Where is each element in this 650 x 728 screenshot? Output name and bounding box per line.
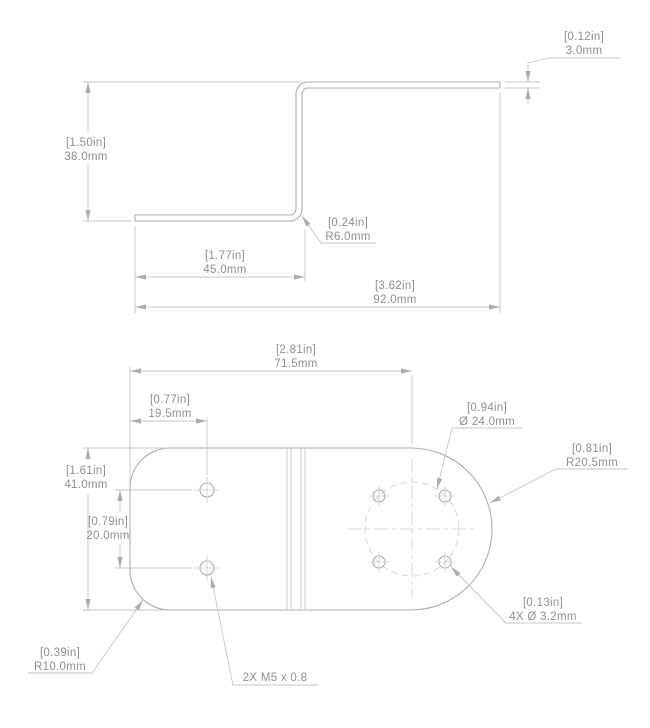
- dim-flange-length: [1.77in] 45.0mm: [134, 226, 306, 313]
- tapped-hole-callout: 2X M5 x 0.8: [243, 672, 308, 684]
- leader-line: [450, 566, 507, 624]
- dim-hole-column-offset-mm: 19.5mm: [148, 408, 191, 420]
- dim-clearance-holes-inches: [0.13in]: [523, 597, 563, 609]
- dim-clearance-holes-mm: 4X Ø 3.2mm: [509, 611, 577, 623]
- dim-height-inches: [1.50in]: [66, 137, 106, 149]
- dim-overall-width-mm: 41.0mm: [64, 479, 107, 491]
- dim-flange-length-mm: 45.0mm: [203, 264, 246, 276]
- bend-lines: [286, 449, 306, 609]
- dim-thickness: [0.12in] 3.0mm: [505, 31, 620, 104]
- dim-overall-width: [1.61in] 41.0mm: [64, 447, 164, 611]
- tapped-holes: [194, 477, 220, 581]
- dim-bolt-circle-diameter-inches: [0.94in]: [467, 402, 507, 414]
- dim-end-radius-mm: R20.5mm: [566, 457, 618, 469]
- profile-lower-surface: [134, 87, 501, 222]
- dim-clearance-holes: [0.13in] 4X Ø 3.2mm: [450, 566, 582, 624]
- dim-bolt-circle-diameter: [0.94in] Ø 24.0mm: [436, 402, 522, 490]
- leader-line: [210, 576, 234, 686]
- dim-flange-length-inches: [1.77in]: [205, 250, 245, 262]
- dim-height: [1.50in] 38.0mm: [64, 81, 302, 222]
- plate-outline: [129, 447, 493, 611]
- dim-overall-length: [3.62in] 92.0mm: [135, 92, 501, 313]
- dim-end-radius-inches: [0.81in]: [572, 443, 612, 455]
- dim-height-mm: 38.0mm: [64, 151, 107, 163]
- note-tapped-holes: 2X M5 x 0.8: [210, 576, 318, 686]
- dim-overall-length-inches: [3.62in]: [375, 280, 415, 292]
- dim-hole-spacing-mm: 20.0mm: [86, 530, 129, 542]
- dim-hole-column-offset: [0.77in] 19.5mm: [130, 394, 208, 475]
- leader-line: [436, 427, 453, 490]
- dim-bolt-circle-offset-mm: 71.5mm: [274, 358, 317, 370]
- plan-view: [2.81in] 71.5mm [0.77in] 19.5mm [0.94in]…: [28, 344, 628, 686]
- dim-corner-radius-mm: R10.0mm: [34, 661, 86, 673]
- dim-hole-spacing-inches: [0.79in]: [88, 516, 128, 528]
- dim-bend-radius-inches: [0.24in]: [328, 217, 368, 229]
- dim-corner-radius-inches: [0.39in]: [40, 647, 80, 659]
- leader-line: [525, 57, 549, 82]
- leader-line: [91, 599, 144, 674]
- dim-bend-radius: [0.24in] R6.0mm: [301, 215, 376, 244]
- dim-overall-length-mm: 92.0mm: [373, 294, 416, 306]
- side-profile: [134, 81, 501, 222]
- dim-thickness-inches: [0.12in]: [564, 31, 604, 43]
- dim-bend-radius-mm: R6.0mm: [325, 231, 370, 243]
- dim-overall-width-inches: [1.61in]: [66, 465, 106, 477]
- dim-end-radius: [0.81in] R20.5mm: [489, 443, 628, 504]
- bolt-circle-group: [348, 459, 476, 599]
- dim-bolt-circle-offset-inches: [2.81in]: [276, 344, 316, 356]
- dim-hole-column-offset-inches: [0.77in]: [150, 394, 190, 406]
- dim-bolt-circle-diameter-mm: Ø 24.0mm: [459, 416, 515, 428]
- profile-upper-surface: [134, 81, 501, 216]
- leader-line: [489, 468, 557, 504]
- dim-bolt-circle-offset: [2.81in] 71.5mm: [129, 344, 413, 484]
- dim-corner-radius: [0.39in] R10.0mm: [28, 599, 144, 674]
- leader-line: [301, 215, 322, 244]
- dim-hole-spacing: [0.79in] 20.0mm: [86, 489, 192, 569]
- side-view: [0.12in] 3.0mm [1.50in] 38.0mm [0.24in] …: [64, 31, 620, 313]
- dim-thickness-mm: 3.0mm: [566, 45, 603, 57]
